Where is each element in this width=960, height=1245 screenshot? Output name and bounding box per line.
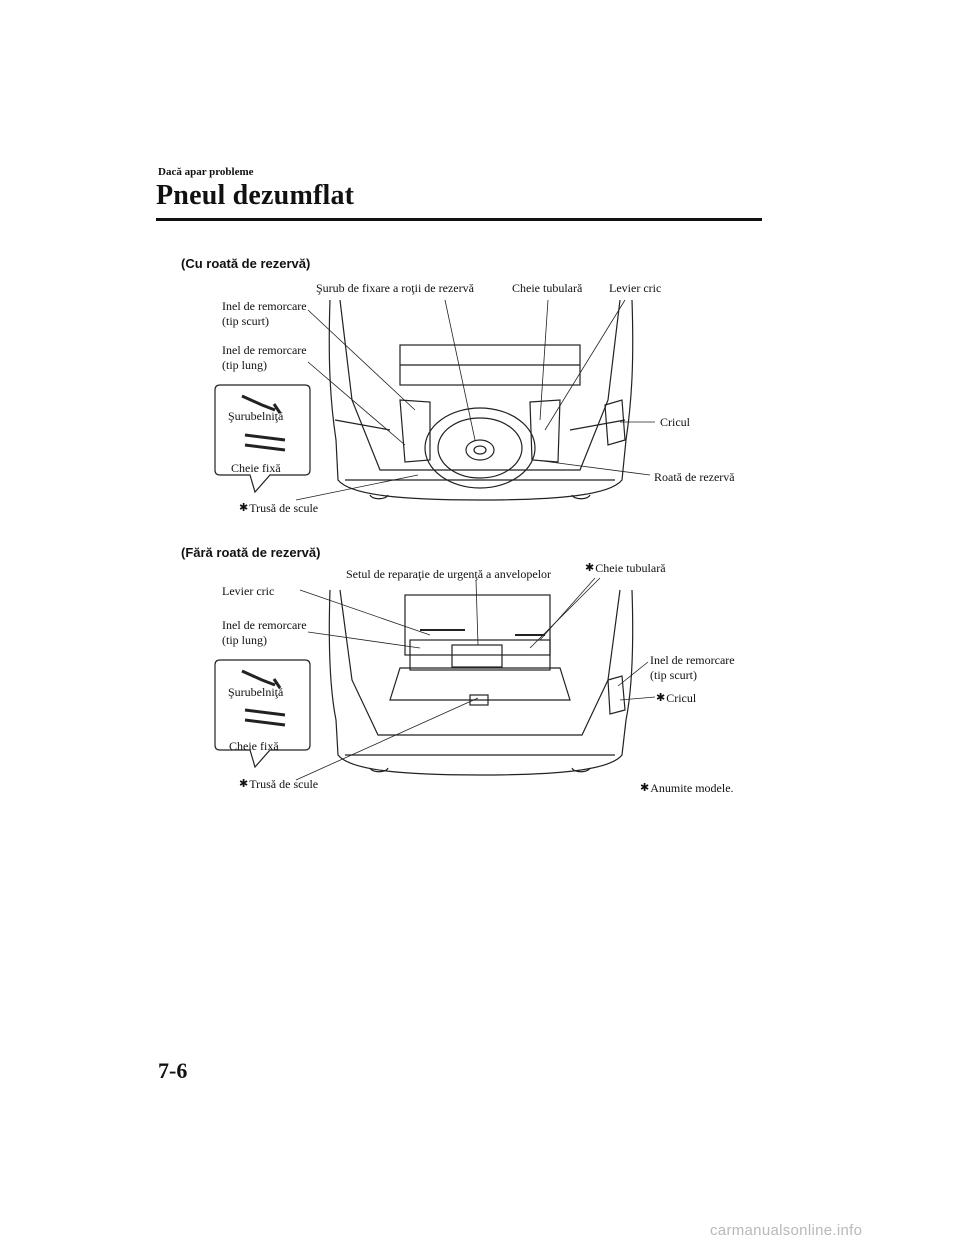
screwdriver-icon [241, 394, 282, 414]
asterisk-icon: ✱ [656, 692, 666, 704]
label-screwdriver-2: Şurubelniţă [228, 685, 284, 699]
screwdriver-icon-2 [241, 669, 282, 689]
section-label: Dacă apar probleme [158, 166, 254, 178]
label-lug-wrench-2: ✱Cheie tubulară [585, 561, 666, 575]
label-jack-lever-2: Levier cric [222, 584, 275, 598]
asterisk-icon: ✱ [239, 502, 249, 514]
asterisk-icon: ✱ [585, 562, 595, 574]
label-jack: Cricul [660, 415, 690, 429]
label-spare-wheel: Roată de rezervă [654, 470, 735, 484]
label-screwdriver: Şurubelniţă [228, 409, 284, 423]
label-tow-hook-short-line1: Inel de remorcare [222, 299, 307, 313]
label-wrench-2: Cheie fixă [229, 739, 279, 753]
car-rear-with-spare-illustration [328, 299, 634, 501]
label-tow-hook-long-2-line1: Inel de remorcare [222, 618, 307, 632]
wrench-icon-2 [244, 708, 286, 727]
wrench-icon [244, 433, 286, 452]
page-title: Pneul dezumflat [156, 180, 355, 211]
asterisk-icon: ✱ [640, 782, 650, 794]
label-jack-2: ✱Cricul [656, 691, 697, 705]
asterisk-icon: ✱ [239, 778, 249, 790]
label-tire-repair-kit: Setul de reparaţie de urgenţă a anvelope… [346, 567, 552, 581]
label-toolkit: ✱Trusă de scule [239, 501, 319, 515]
watermark: carmanualsonline.info [710, 1222, 863, 1239]
page-number: 7-6 [158, 1058, 188, 1083]
label-spare-wheel-bolt: Şurub de fixare a roţii de rezervă [316, 281, 474, 295]
label-jack-lever: Levier cric [609, 281, 662, 295]
label-tow-hook-short-2-line1: Inel de remorcare [650, 653, 735, 667]
label-tow-hook-long-line1: Inel de remorcare [222, 343, 307, 357]
figure1-heading: (Cu roată de rezervă) [181, 256, 311, 271]
label-tow-hook-short-line2: (tip scurt) [222, 314, 269, 328]
label-wrench: Cheie fixă [231, 461, 281, 475]
label-lug-wrench: Cheie tubulară [512, 281, 583, 295]
footnote-certain-models: ✱Anumite modele. [640, 781, 734, 795]
label-tow-hook-long-line2: (tip lung) [222, 358, 267, 372]
figure2-heading: (Fără roată de rezervă) [181, 545, 321, 560]
title-divider [156, 218, 762, 221]
label-toolkit-2: ✱Trusă de scule [239, 777, 319, 791]
label-tow-hook-long-2-line2: (tip lung) [222, 633, 267, 647]
label-tow-hook-short-2-line2: (tip scurt) [650, 668, 697, 682]
car-rear-without-spare-illustration [328, 589, 634, 776]
